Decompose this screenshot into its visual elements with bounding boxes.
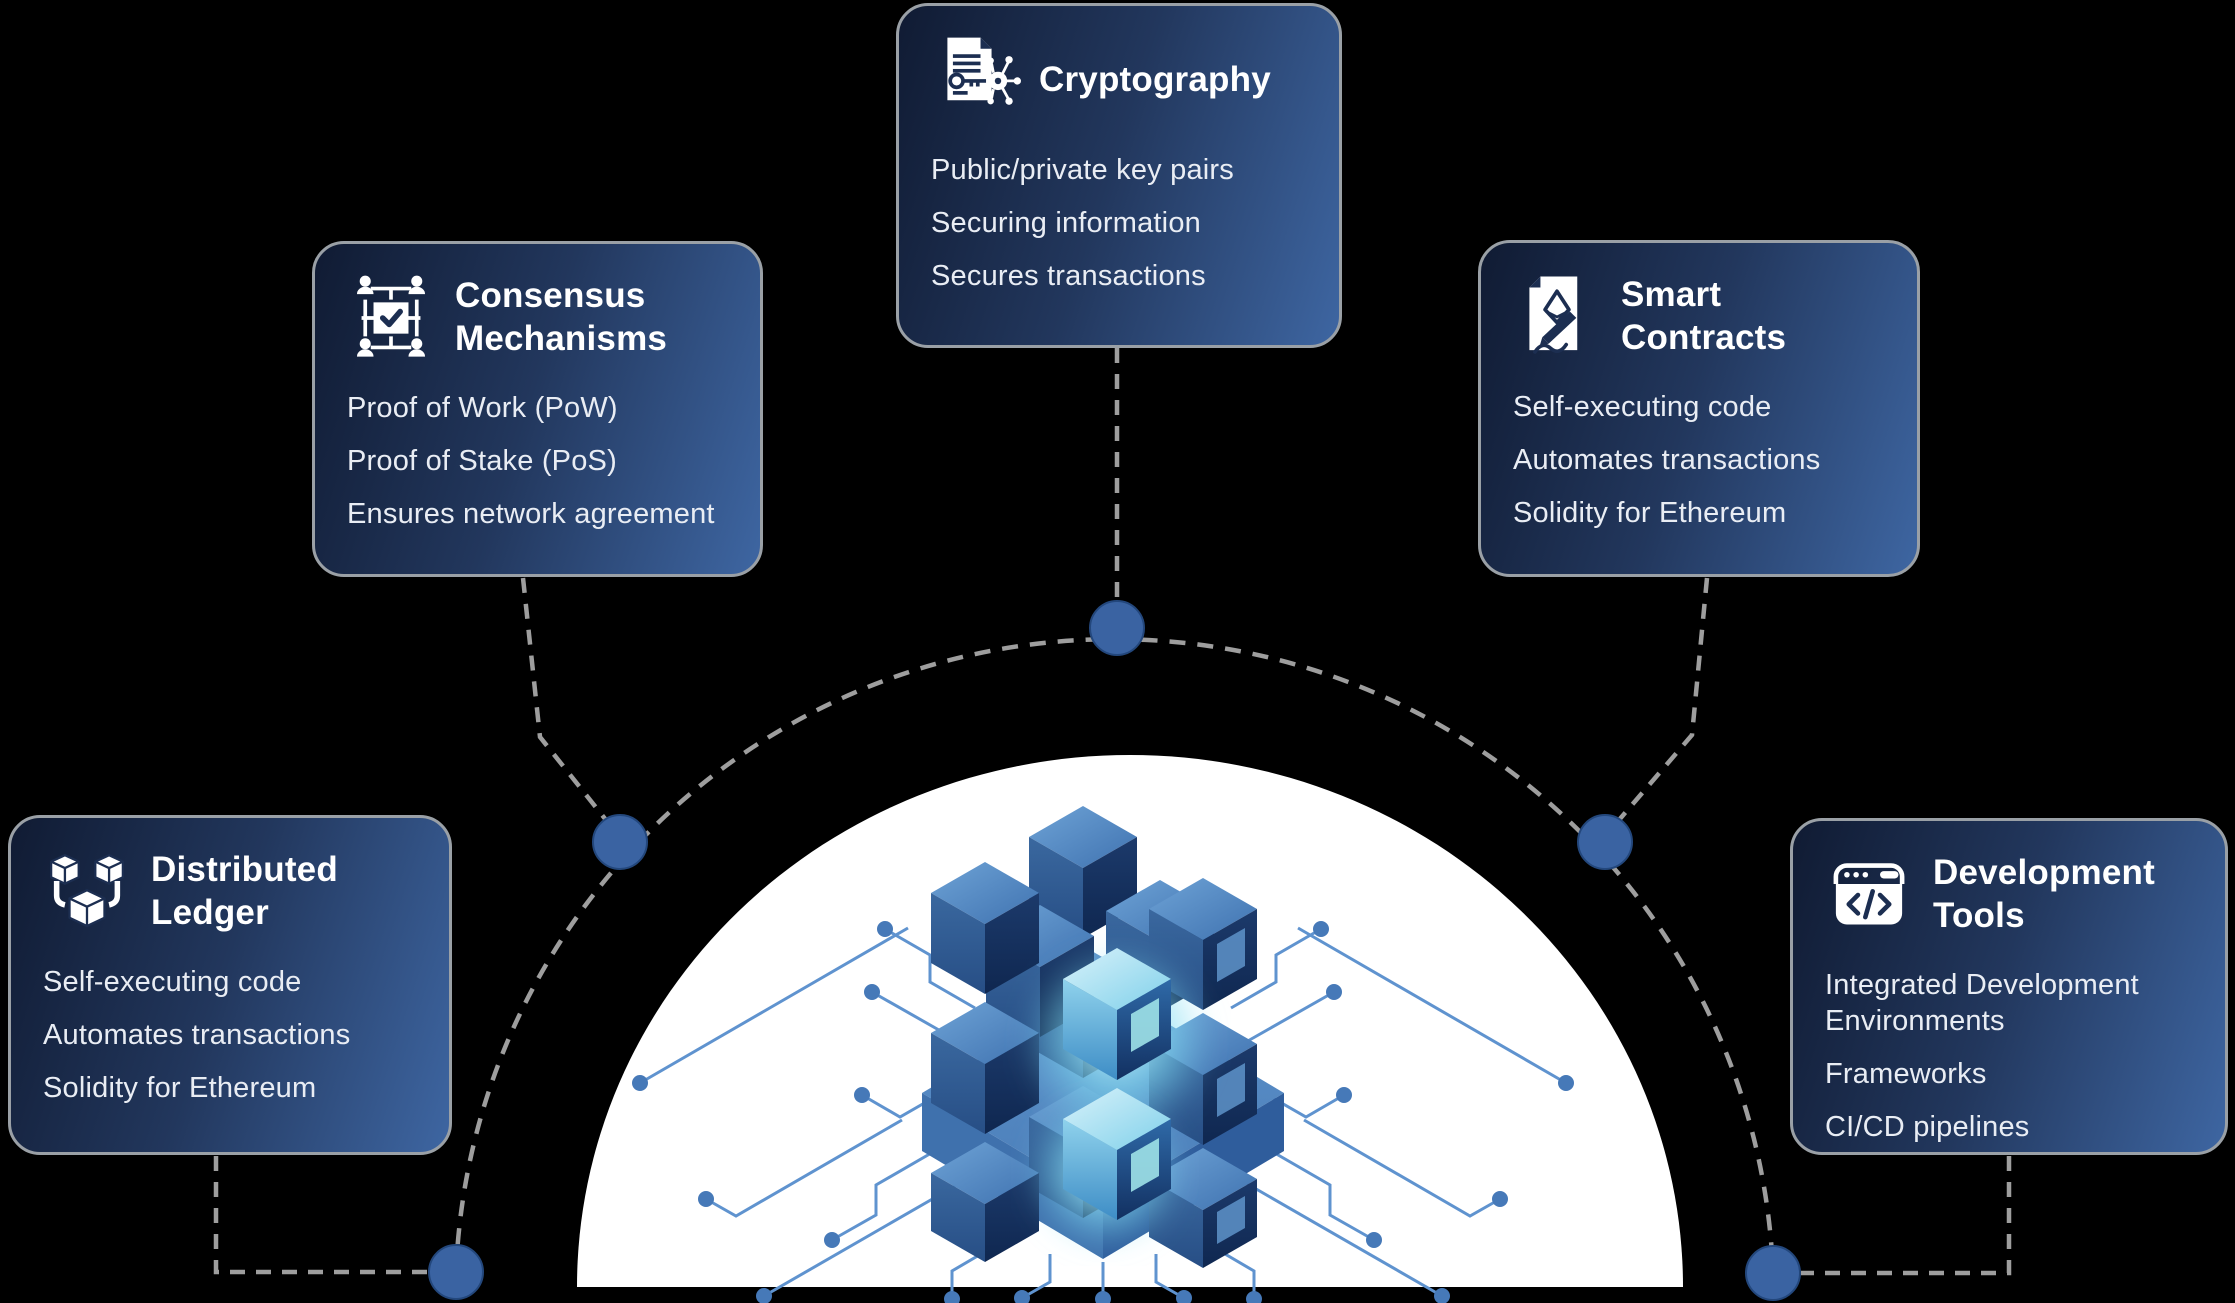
node-consensus [592, 814, 648, 870]
connector-smart-contracts [1617, 577, 1710, 822]
card-item: Public/private key pairs [931, 154, 1234, 186]
card-item: Proof of Work (PoW) [347, 392, 618, 424]
card-item: Ensures network agreement [347, 498, 715, 530]
card-header: Cryptography [929, 34, 1311, 126]
card-header: Development Tools [1823, 849, 2197, 941]
card-title: Distributed Ledger [151, 850, 338, 932]
development-tools-icon [1823, 849, 1915, 941]
circuit-dots [632, 921, 1574, 1303]
connector-development-tools [1801, 1156, 2012, 1276]
card-cryptography: Cryptography Public/private key pairs Se… [896, 3, 1342, 348]
connector-consensus [520, 577, 608, 822]
arc-nodes [428, 600, 1801, 1301]
card-item: Frameworks [1825, 1058, 1987, 1090]
card-item: Self-executing code [1513, 391, 1772, 423]
card-item: Automates transactions [43, 1019, 351, 1051]
connector-distributed-ledger [213, 1156, 428, 1275]
cryptography-icon [929, 34, 1021, 126]
card-distributed-ledger: Distributed Ledger Self-executing code A… [8, 815, 452, 1155]
card-consensus-mechanisms: Consensus Mechanisms Proof of Work (PoW)… [312, 241, 763, 577]
card-smart-contracts: Smart Contracts Self-executing code Auto… [1478, 240, 1920, 577]
circuit-traces [639, 926, 1567, 1300]
node-cryptography [1089, 600, 1145, 656]
card-item: Self-executing code [43, 966, 302, 998]
card-item: Solidity for Ethereum [43, 1072, 317, 1104]
card-header: Smart Contracts [1511, 271, 1889, 363]
consensus-mechanisms-icon [345, 272, 437, 364]
card-item: Secures transactions [931, 260, 1206, 292]
distributed-ledger-icon [41, 846, 133, 938]
cube-column-front [1063, 948, 1171, 1220]
card-item: CI/CD pipelines [1825, 1111, 2030, 1143]
node-development-tools [1745, 1245, 1801, 1301]
card-header: Distributed Ledger [41, 846, 421, 938]
card-item: Proof of Stake (PoS) [347, 445, 617, 477]
card-title: Consensus Mechanisms [455, 276, 668, 358]
card-item: Automates transactions [1513, 444, 1821, 476]
card-item: Solidity for Ethereum [1513, 497, 1787, 529]
blockchain-illustration [922, 806, 1284, 1268]
cube-column-left [931, 862, 1039, 1262]
node-smart-contracts [1577, 814, 1633, 870]
card-item: Integrated Development Environments [1825, 969, 2139, 1037]
card-title: Smart Contracts [1621, 275, 1787, 357]
node-distributed-ledger [428, 1244, 484, 1300]
card-item: Securing information [931, 207, 1201, 239]
card-title: Cryptography [1039, 59, 1271, 99]
card-development-tools: Development Tools Integrated Development… [1790, 818, 2228, 1155]
card-title: Development Tools [1933, 853, 2155, 935]
card-header: Consensus Mechanisms [345, 272, 732, 364]
smart-contracts-icon [1511, 271, 1603, 363]
